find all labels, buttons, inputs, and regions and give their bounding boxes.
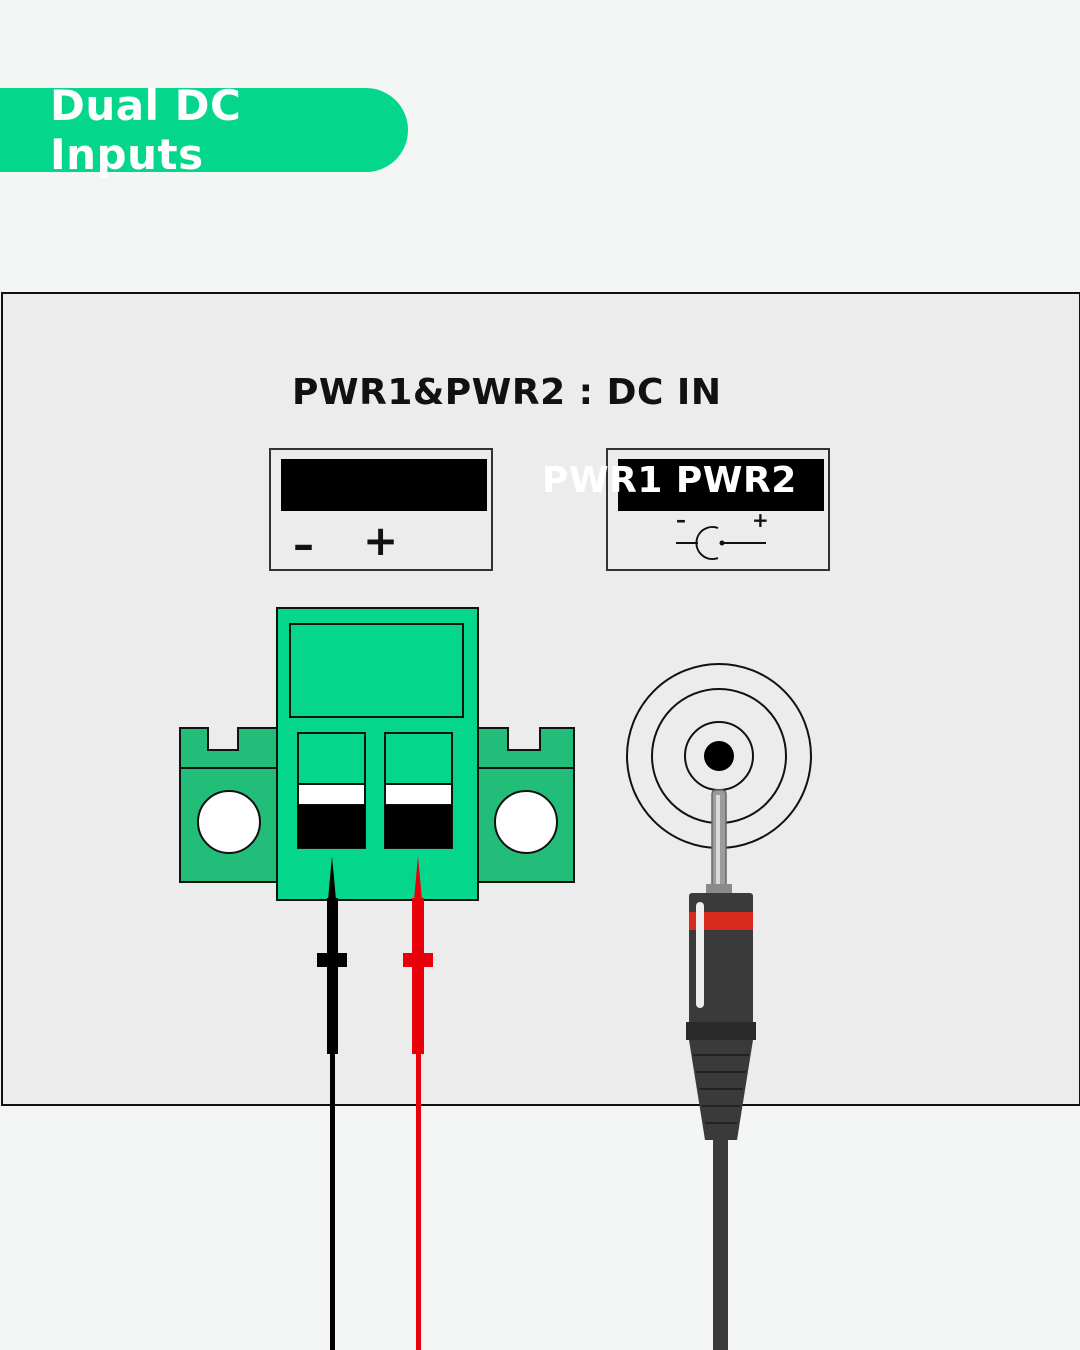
dc-plug-icon [686, 789, 756, 1350]
terminal-minus-sign: – [293, 520, 314, 569]
negative-wire [317, 856, 347, 1350]
terminal-block-icon [179, 607, 575, 901]
terminal-label-bar [281, 459, 487, 511]
title-badge: Dual DC Inputs [0, 81, 408, 179]
polarity-symbol-icon [676, 526, 766, 560]
jack-label-bar [618, 459, 824, 511]
jack-polarity-label: – + [606, 448, 830, 571]
panel-title: PWR1&PWR2 : DC IN [292, 372, 722, 413]
terminal-plus-sign: + [363, 516, 399, 565]
pwr-label-text: PWR1 PWR2 [542, 460, 797, 501]
terminal-polarity-label: – + [269, 448, 493, 571]
jack-plus-sign: + [752, 508, 769, 532]
title-badge-text: Dual DC Inputs [50, 81, 242, 179]
jack-minus-sign: – [676, 508, 686, 532]
positive-wire [403, 856, 433, 1350]
